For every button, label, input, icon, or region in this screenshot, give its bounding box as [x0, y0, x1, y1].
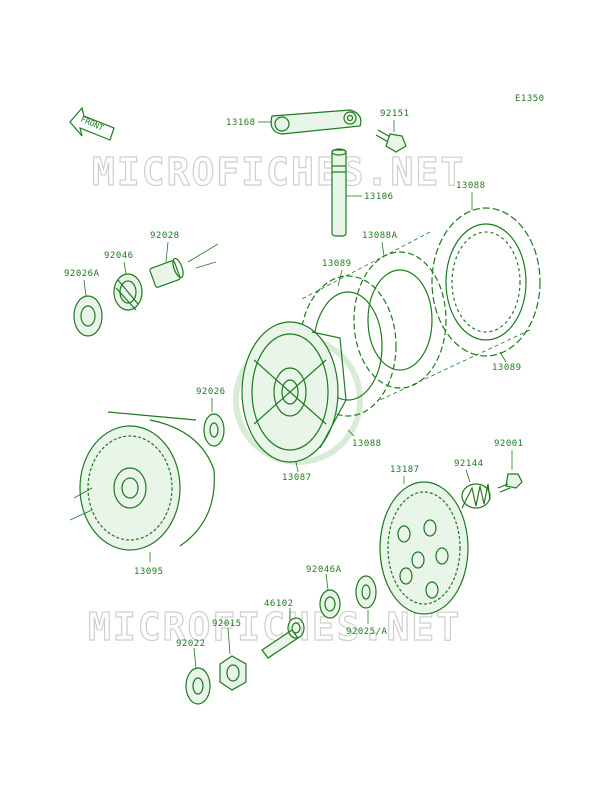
label-92015: 92015 [212, 619, 242, 629]
label-13089-top: 13089 [322, 259, 352, 269]
label-13095: 13095 [134, 567, 164, 577]
label-92001: 92001 [494, 439, 524, 449]
shaft-13106 [331, 148, 347, 237]
label-13089-bottom: 13089 [492, 363, 522, 373]
clutch-hub-13087 [241, 321, 347, 463]
steel-plate-13088-top [431, 207, 541, 357]
washer-92022 [185, 667, 211, 705]
label-13088-top: 13088 [456, 181, 486, 191]
washer-92026A [73, 295, 103, 337]
front-arrow: FRONT [69, 106, 115, 141]
label-92046A: 92046A [306, 565, 342, 575]
label-13187: 13187 [390, 465, 420, 475]
label-13088A: 13088A [362, 231, 398, 241]
bearing-92046A [319, 589, 341, 619]
steel-plate-13088A [353, 251, 447, 389]
label-92144: 92144 [454, 459, 484, 469]
label-92025A: 92025/A [346, 627, 388, 637]
label-92026: 92026 [196, 387, 226, 397]
bolt-92001 [497, 473, 523, 493]
label-92028: 92028 [150, 231, 180, 241]
label-13106: 13106 [364, 192, 394, 202]
label-13087: 13087 [282, 473, 312, 483]
washer-92025A [355, 575, 377, 609]
diagram-id: E1350 [515, 94, 545, 104]
label-92046: 92046 [104, 251, 134, 261]
bolt-92151 [375, 129, 407, 153]
label-92151: 92151 [380, 109, 410, 119]
label-92026A: 92026A [64, 269, 100, 279]
clutch-housing-13095 [79, 411, 215, 551]
label-92022: 92022 [176, 639, 206, 649]
needle-bearing-92046 [113, 273, 143, 311]
pushrod-46102 [261, 617, 305, 659]
nut-92015 [219, 655, 247, 691]
collar-92028 [149, 257, 184, 288]
release-lever-13168 [270, 109, 362, 135]
watermark-top: MICROFICHES.NET [92, 150, 465, 194]
spring-92144 [461, 483, 491, 509]
label-13168: 13168 [226, 118, 256, 128]
washer-92026 [203, 413, 225, 447]
label-13088-bottom: 13088 [352, 439, 382, 449]
pressure-plate-13187 [379, 481, 469, 615]
label-46102: 46102 [264, 599, 294, 609]
